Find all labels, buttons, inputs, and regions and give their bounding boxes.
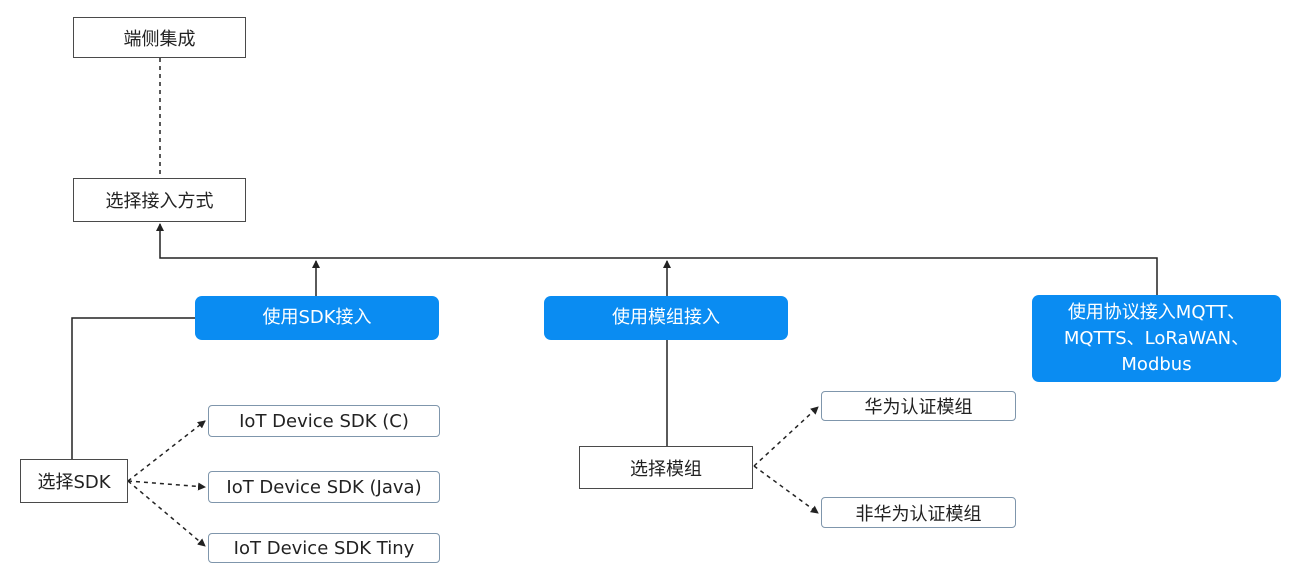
choose-module-node: 选择模组 bbox=[579, 446, 753, 489]
sdk-access-node: 使用SDK接入 bbox=[195, 296, 439, 340]
non-huawei-module-node: 非华为认证模组 bbox=[821, 497, 1016, 528]
sdk-java-node: IoT Device SDK (Java) bbox=[208, 471, 440, 503]
root-node: 端侧集成 bbox=[73, 17, 246, 58]
dashed-arrow-sdk-java bbox=[127, 480, 206, 491]
bus-to-method-arrow bbox=[156, 223, 1158, 295]
module-access-node: 使用模组接入 bbox=[544, 296, 788, 340]
protocol-access-line-2: MQTTS、LoRaWAN、 bbox=[1063, 327, 1250, 349]
sdk-tiny-node: IoT Device SDK Tiny bbox=[208, 533, 440, 563]
protocol-access-line-3: Modbus bbox=[1121, 353, 1192, 375]
protocol-access-node: 使用协议接入MQTT、 MQTTS、LoRaWAN、 Modbus bbox=[1032, 295, 1281, 382]
dashed-arrow-non-huawei-module bbox=[753, 465, 819, 514]
choose-sdk-node: 选择SDK bbox=[20, 459, 128, 503]
dashed-arrow-sdk-c bbox=[127, 420, 206, 482]
choose-sdk-to-sdk-access bbox=[71, 317, 195, 459]
dashed-arrow-huawei-module bbox=[753, 406, 819, 467]
choose-method-node: 选择接入方式 bbox=[73, 178, 246, 222]
protocol-access-line-1: 使用协议接入MQTT、 bbox=[1067, 301, 1246, 323]
huawei-module-node: 华为认证模组 bbox=[821, 391, 1016, 421]
sdk-c-node: IoT Device SDK (C) bbox=[208, 405, 440, 437]
dashed-arrow-sdk-tiny bbox=[127, 480, 206, 547]
